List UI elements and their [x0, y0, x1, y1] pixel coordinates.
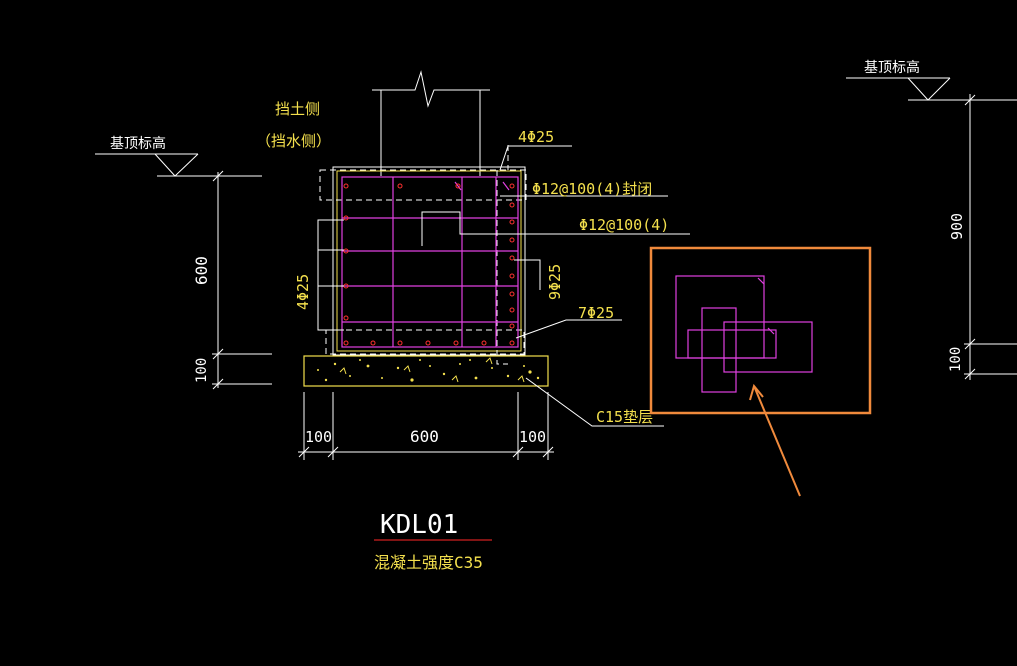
- section-title: KDL01: [380, 510, 458, 540]
- top-elevation-label-left: 基顶标高: [110, 135, 166, 152]
- top-elevation-mark-left: [95, 153, 262, 177]
- column-stub: [372, 70, 490, 176]
- pointer-arrow: [749, 383, 801, 497]
- water-side-label: （挡水侧）: [256, 132, 331, 150]
- dim-bottom-600: 600: [410, 427, 439, 446]
- rebar-bottom-label: 7Φ25: [578, 304, 614, 322]
- dim-right-100: 100: [948, 347, 964, 372]
- leader-lines: [317, 145, 690, 427]
- bottom-dimension-lines: [298, 392, 554, 460]
- left-dimension-lines: [212, 170, 272, 390]
- concrete-grade-label: 混凝土强度C35: [374, 553, 483, 572]
- overlapping-rebar-detail: [675, 275, 813, 393]
- retaining-side-label: 挡土侧: [275, 100, 320, 118]
- rebar-dots: [343, 183, 515, 346]
- c15-cushion: [303, 355, 549, 387]
- stirrups: [341, 176, 519, 348]
- dim-right-900: 900: [948, 213, 966, 240]
- dim-left-600: 600: [192, 256, 211, 285]
- rebar-right-label: 9Φ25: [546, 264, 564, 300]
- tie-rebar-label: Φ12@100(4): [579, 216, 669, 234]
- dim-bottom-left-100: 100: [305, 428, 332, 446]
- top-elevation-mark-right: [846, 77, 1017, 101]
- stirrup-closed-label: Φ12@100(4)封闭: [532, 180, 652, 198]
- dim-bottom-right-100: 100: [519, 428, 546, 446]
- rebar-left-label: 4Φ25: [294, 274, 312, 310]
- top-elevation-label-right: 基顶标高: [864, 59, 920, 76]
- dim-left-100: 100: [194, 358, 210, 383]
- cushion-label: C15垫层: [596, 408, 653, 426]
- rebar-top-label: 4Φ25: [518, 128, 554, 146]
- highlight-box: [649, 246, 872, 415]
- right-dimension-lines: [964, 94, 1017, 380]
- beam-outline: [319, 145, 527, 365]
